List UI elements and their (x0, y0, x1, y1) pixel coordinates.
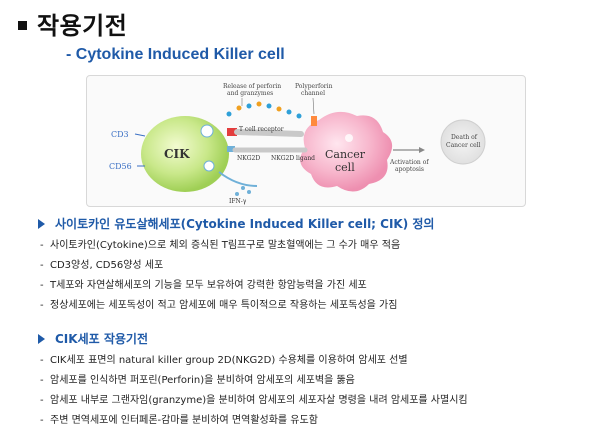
list-item: CD3양성, CD56양성 세포 (38, 256, 434, 276)
cancer-label-1: Cancer (325, 148, 366, 161)
nkg2d-ligand-label: NKG2D ligand (271, 155, 315, 162)
perforin-dot (246, 103, 252, 109)
death-label-2: Cancer cell (446, 142, 481, 149)
release-label-1: Release of perforin (223, 83, 281, 90)
cik-label: CIK (164, 147, 190, 161)
vesicle (345, 134, 353, 142)
activation-label-2: apoptosis (395, 166, 424, 173)
nkg2d-label: NKG2D (237, 155, 260, 162)
perforin-dot (286, 109, 292, 115)
section-mechanism-heading: CIK세포 작용기전 (38, 330, 468, 347)
page-subtitle: - Cytokine Induced Killer cell (66, 46, 285, 63)
perforin-dot (266, 103, 272, 109)
section-definition: 사이토카인 유도살해세포(Cytokine Induced Killer cel… (38, 215, 434, 316)
list-item: CIK세포 표면의 natural killer group 2D(NKG2D)… (38, 351, 468, 371)
granzyme-dot (236, 105, 242, 111)
title-row: 작용기전 (18, 6, 127, 41)
list-item: 주변 면역세포에 인터페론-감마를 분비하여 면역활성화를 유도함 (38, 411, 468, 431)
list-item: 암세포를 인식하면 퍼포린(Perforin)을 분비하여 암세포의 세포벽을 … (38, 371, 468, 391)
section-mechanism: CIK세포 작용기전 CIK세포 표면의 natural killer grou… (38, 330, 468, 431)
t-cell-receptor (227, 128, 237, 136)
ifn-dot (235, 192, 239, 196)
triangle-bullet-icon (38, 333, 45, 344)
arrow-head (419, 147, 425, 153)
death-label-1: Death of (451, 134, 478, 141)
poly-label-1: Polyperforin (295, 83, 333, 90)
ifn-dot (241, 186, 245, 190)
list-item: 사이토카인(Cytokine)으로 체외 증식된 T림프구로 말초혈액에는 그 … (38, 236, 434, 256)
poly-pointer (312, 97, 315, 115)
section-definition-title: 사이토카인 유도살해세포(Cytokine Induced Killer cel… (55, 217, 435, 231)
mechanism-illustration: CIK CD3 CD56 Cancer cell Release of perf… (109, 83, 486, 205)
mechanism-diagram: CIK CD3 CD56 Cancer cell Release of perf… (86, 75, 526, 207)
cd3-label: CD3 (111, 130, 129, 139)
poly-label-2: channel (301, 90, 325, 97)
perforin-dot (296, 113, 302, 119)
list-item: 암세포 내부로 그랜자임(granzyme)을 분비하여 암세포의 세포자살 명… (38, 391, 468, 411)
section-mechanism-title: CIK세포 작용기전 (55, 332, 148, 346)
mechanism-list: CIK세포 표면의 natural killer group 2D(NKG2D)… (38, 351, 468, 431)
triangle-bullet-icon (38, 218, 45, 229)
nkg2d-receptor (227, 146, 235, 152)
perforin-dot (226, 111, 232, 117)
receptor-binding (234, 129, 304, 137)
cancer-label-2: cell (335, 161, 355, 174)
granzyme-dot (256, 101, 262, 107)
activation-label-1: Activation of (389, 159, 429, 166)
ifn-dot (247, 190, 251, 194)
section-definition-heading: 사이토카인 유도살해세포(Cytokine Induced Killer cel… (38, 215, 434, 232)
granzyme-dot (276, 106, 282, 112)
tcr-label: T cell receptor (239, 126, 284, 133)
cancer-cell (300, 111, 393, 192)
polyperforin-channel (311, 116, 317, 126)
granule (203, 160, 215, 172)
list-item: T세포와 자연살해세포의 기능을 모두 보유하여 강력한 항암능력을 가진 세포 (38, 276, 434, 296)
release-label-2: and granzymes (227, 90, 273, 97)
page-title: 작용기전 (37, 12, 128, 40)
ifn-arrow (218, 171, 258, 187)
cd56-label: CD56 (109, 162, 132, 171)
cd3-pointer (134, 133, 146, 137)
granule (200, 124, 214, 138)
definition-list: 사이토카인(Cytokine)으로 체외 증식된 T림프구로 말초혈액에는 그 … (38, 236, 434, 316)
ifn-label: IFN-γ (229, 198, 247, 205)
dead-cancer-cell (440, 119, 486, 165)
list-item: 정상세포에는 세포독성이 적고 암세포에 매우 특이적으로 작용하는 세포독성을… (38, 296, 434, 316)
title-bullet (18, 20, 27, 30)
